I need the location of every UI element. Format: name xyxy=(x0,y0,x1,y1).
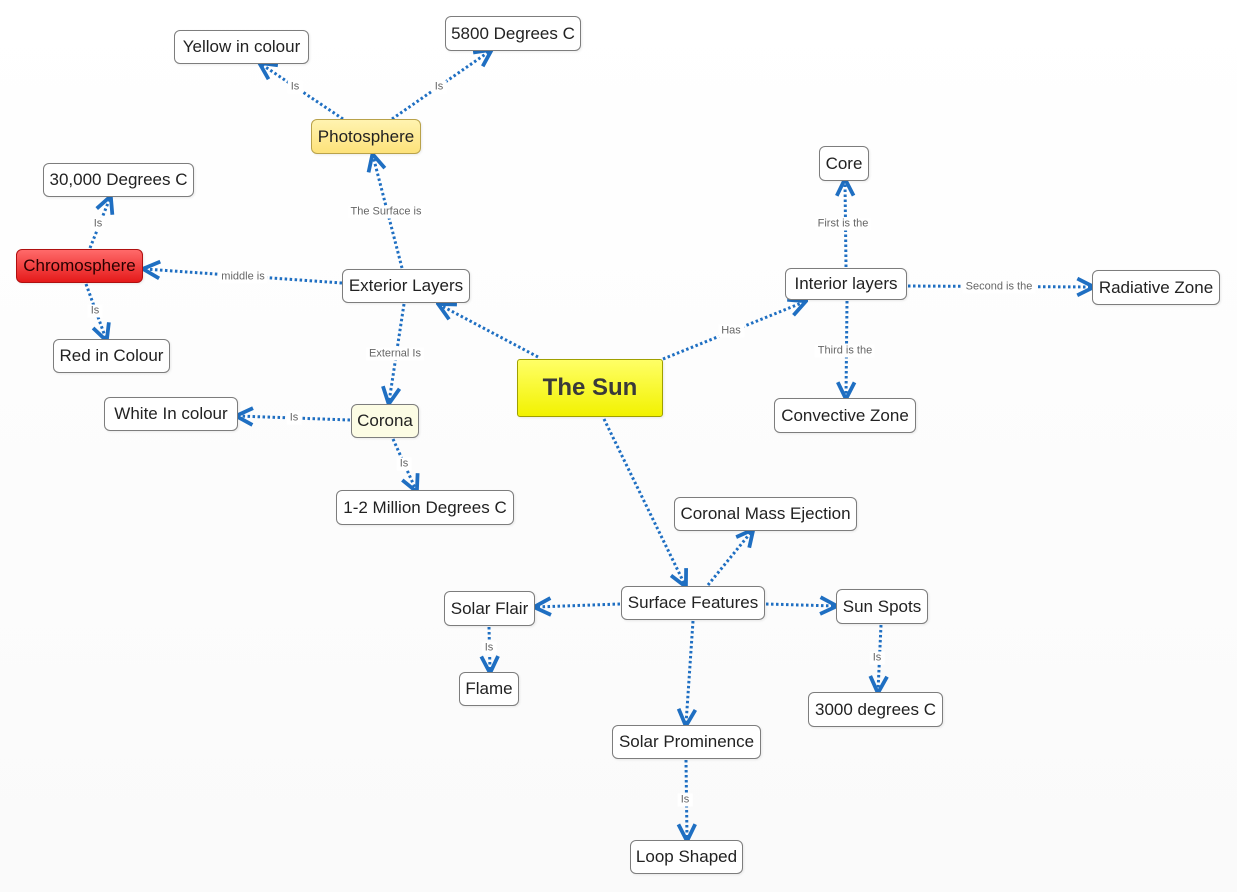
node-convective-zone[interactable]: Convective Zone xyxy=(774,398,916,433)
node-sun-spots[interactable]: Sun Spots xyxy=(836,589,928,624)
edge-label-is-red: Is xyxy=(87,304,103,318)
edge-corona-million xyxy=(391,438,416,490)
edge-label-third-is: Third is the xyxy=(814,344,876,358)
edge-surface-sunspots xyxy=(765,604,835,606)
edge-exterior-corona xyxy=(389,303,406,402)
node-solar-flair[interactable]: Solar Flair xyxy=(444,591,535,626)
node-million-degrees[interactable]: 1-2 Million Degrees C xyxy=(336,490,514,525)
node-exterior-layers[interactable]: Exterior Layers xyxy=(342,269,470,303)
edge-label-is-loop: Is xyxy=(677,793,693,807)
edge-sunspots-3000 xyxy=(878,624,881,691)
edge-label-second-is: Second is the xyxy=(962,280,1036,294)
edge-label-is-5800: Is xyxy=(431,80,447,94)
node-photosphere[interactable]: Photosphere xyxy=(311,119,421,154)
edge-label-is-yellow: Is xyxy=(287,80,303,94)
edge-photosphere-yellow xyxy=(261,64,344,121)
edge-surface-flair xyxy=(536,604,621,607)
edge-sun-exterior xyxy=(440,305,539,359)
edge-label-is-30000: Is xyxy=(90,217,106,231)
edge-label-first-is: First is the xyxy=(814,217,872,231)
edge-surface-prominence xyxy=(686,620,693,724)
node-solar-prominence[interactable]: Solar Prominence xyxy=(612,725,761,759)
node-surface-features[interactable]: Surface Features xyxy=(621,586,765,620)
edge-label-middle-is: middle is xyxy=(218,270,268,284)
node-corona[interactable]: Corona xyxy=(351,404,419,438)
node-interior-layers[interactable]: Interior layers xyxy=(785,268,907,300)
node-radiative-zone[interactable]: Radiative Zone xyxy=(1092,270,1220,305)
node-loop-shaped[interactable]: Loop Shaped xyxy=(630,840,743,874)
node-30000-degrees[interactable]: 30,000 Degrees C xyxy=(43,163,194,197)
edge-label-is-3000: Is xyxy=(869,651,885,665)
edge-sun-surface xyxy=(602,418,685,585)
node-5800-degrees[interactable]: 5800 Degrees C xyxy=(445,16,581,51)
edge-label-has: Has xyxy=(718,324,744,338)
node-yellow-in-colour[interactable]: Yellow in colour xyxy=(174,30,309,64)
node-chromosphere[interactable]: Chromosphere xyxy=(16,249,143,283)
edge-label-is-million: Is xyxy=(396,457,412,471)
node-core[interactable]: Core xyxy=(819,146,869,181)
node-flame[interactable]: Flame xyxy=(459,672,519,706)
edge-label-is-flame: Is xyxy=(481,641,497,655)
node-the-sun[interactable]: The Sun xyxy=(517,359,663,417)
edge-prominence-loop xyxy=(686,759,687,839)
node-white-in-colour[interactable]: White In colour xyxy=(104,397,238,431)
node-3000-degrees[interactable]: 3000 degrees C xyxy=(808,692,943,727)
edge-surface-cme xyxy=(706,531,752,586)
edge-label-external-is: External Is xyxy=(366,347,424,361)
edge-exterior-photosphere xyxy=(373,156,404,269)
edge-label-surface-is: The Surface is xyxy=(347,205,425,219)
node-red-in-colour[interactable]: Red in Colour xyxy=(53,339,170,373)
edge-label-is-white: Is xyxy=(286,411,302,425)
edge-interior-convective xyxy=(846,300,847,397)
edge-interior-core xyxy=(845,181,846,268)
node-coronal-mass-ejection[interactable]: Coronal Mass Ejection xyxy=(674,497,857,531)
